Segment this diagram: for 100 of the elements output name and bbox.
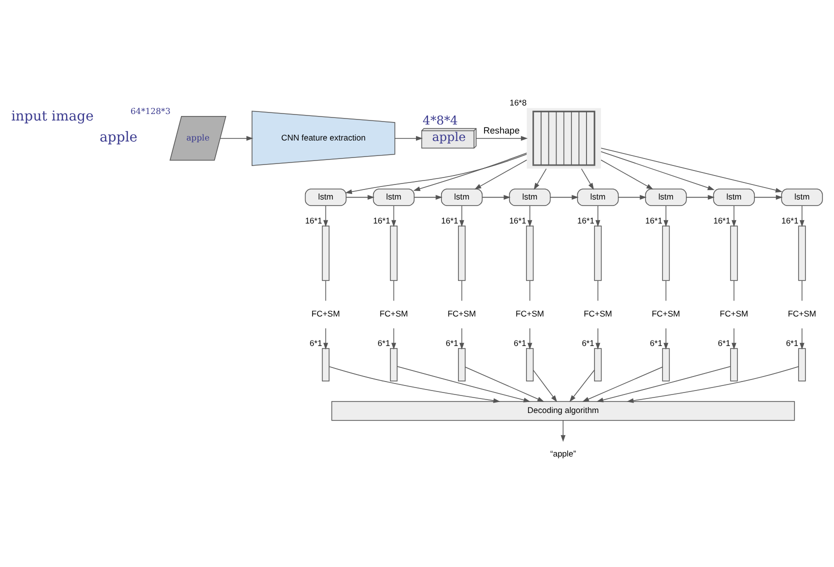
node-label: 16*1 [645,216,662,226]
node-label: 6*1 [310,338,322,348]
node-label: 16*1 [509,216,526,226]
arrow [459,205,464,227]
arrow [626,366,799,403]
node-label: input image [11,108,94,124]
node-box: lstm [372,188,415,206]
node-label: 6*1 [786,338,798,348]
arrow [732,328,736,350]
node-label: 6*1 [650,338,662,348]
arrow [413,152,528,191]
arrow [397,366,530,402]
node-label: 6*1 [582,338,594,348]
arrow [527,205,532,227]
node-bar [798,348,806,382]
node-box: CNN feature extraction [252,110,396,166]
arrow [346,194,374,200]
node-text: FC+SM [788,308,816,319]
arrow [345,154,528,194]
arrow [394,136,423,141]
arrow [328,366,500,403]
node-label: 6*1 [514,338,526,348]
arrow [600,151,715,190]
node-label: 4*8*4 [422,114,458,128]
arrow [476,136,528,141]
node-bar [526,226,534,281]
node-text: “apple” [550,448,576,458]
node-text: FC+SM [312,308,340,319]
node-bar [526,348,534,382]
arrow [569,370,595,402]
node-label: 16*1 [441,216,458,226]
node-bar [322,348,330,382]
node-text: FC+SM [380,308,408,319]
node-label: 6*1 [378,338,390,348]
arrow [596,328,600,350]
node-text: FC+SM [584,308,612,319]
arrow [220,136,254,141]
arrow [582,366,663,402]
arrow [664,328,668,350]
arrow [618,194,647,200]
node-bar [662,226,670,281]
node-bar [730,348,738,382]
node-bar [458,348,466,382]
connector [529,280,530,302]
node-label: 16*1 [713,216,730,226]
node-bar [594,348,602,382]
arrow [560,420,566,442]
arrow [600,148,782,193]
arrow [596,205,600,227]
arrow [732,205,736,227]
arrow [482,194,511,200]
node-box: lstm [509,188,551,206]
node-bar [594,226,602,281]
node-text: FC+SM [516,308,544,319]
node-label: 16*1 [781,216,798,226]
node-text: apple [100,130,138,146]
connector [325,280,326,302]
node-label: 16*1 [305,216,322,226]
arrow [465,366,544,402]
node-bar [458,226,466,281]
arrow [596,366,731,402]
arrow [533,370,558,402]
node-label: 16*1 [577,216,594,226]
node-text: FC+SM [652,308,680,319]
node-bar [390,226,398,281]
arrow [459,328,464,350]
arrow [800,328,804,350]
node-box: lstm [577,188,619,206]
arrow [391,205,396,227]
connector [393,280,394,302]
node-box: lstm [441,188,483,206]
node-box: lstm [781,188,823,206]
arrow [414,194,442,200]
arrow [581,168,594,190]
node-box: lstm [304,188,346,206]
arrow [800,205,804,227]
node-text: FC+SM [720,308,748,319]
arrow [534,168,547,190]
node-bar [662,348,670,382]
connector [461,280,462,302]
arrow [474,160,528,190]
node-bar [322,226,330,281]
node-text: FC+SM [448,308,476,319]
arrow [550,194,579,200]
node-label: 6*1 [718,338,730,348]
arrow [664,205,668,227]
arrow [391,328,396,350]
edge-label: Reshape [483,126,520,136]
node-box [526,108,601,169]
arrow [323,328,328,350]
node-bar [798,226,806,281]
node-label: 64*128*3 [130,106,171,116]
node-box: lstm [645,188,687,206]
node-label: 16*1 [373,216,390,226]
arrow [323,205,328,227]
node-box: lstm [713,188,755,206]
arrow [600,160,654,190]
node-label: 6*1 [446,338,458,348]
arrow [527,328,532,350]
arrow [754,194,783,200]
